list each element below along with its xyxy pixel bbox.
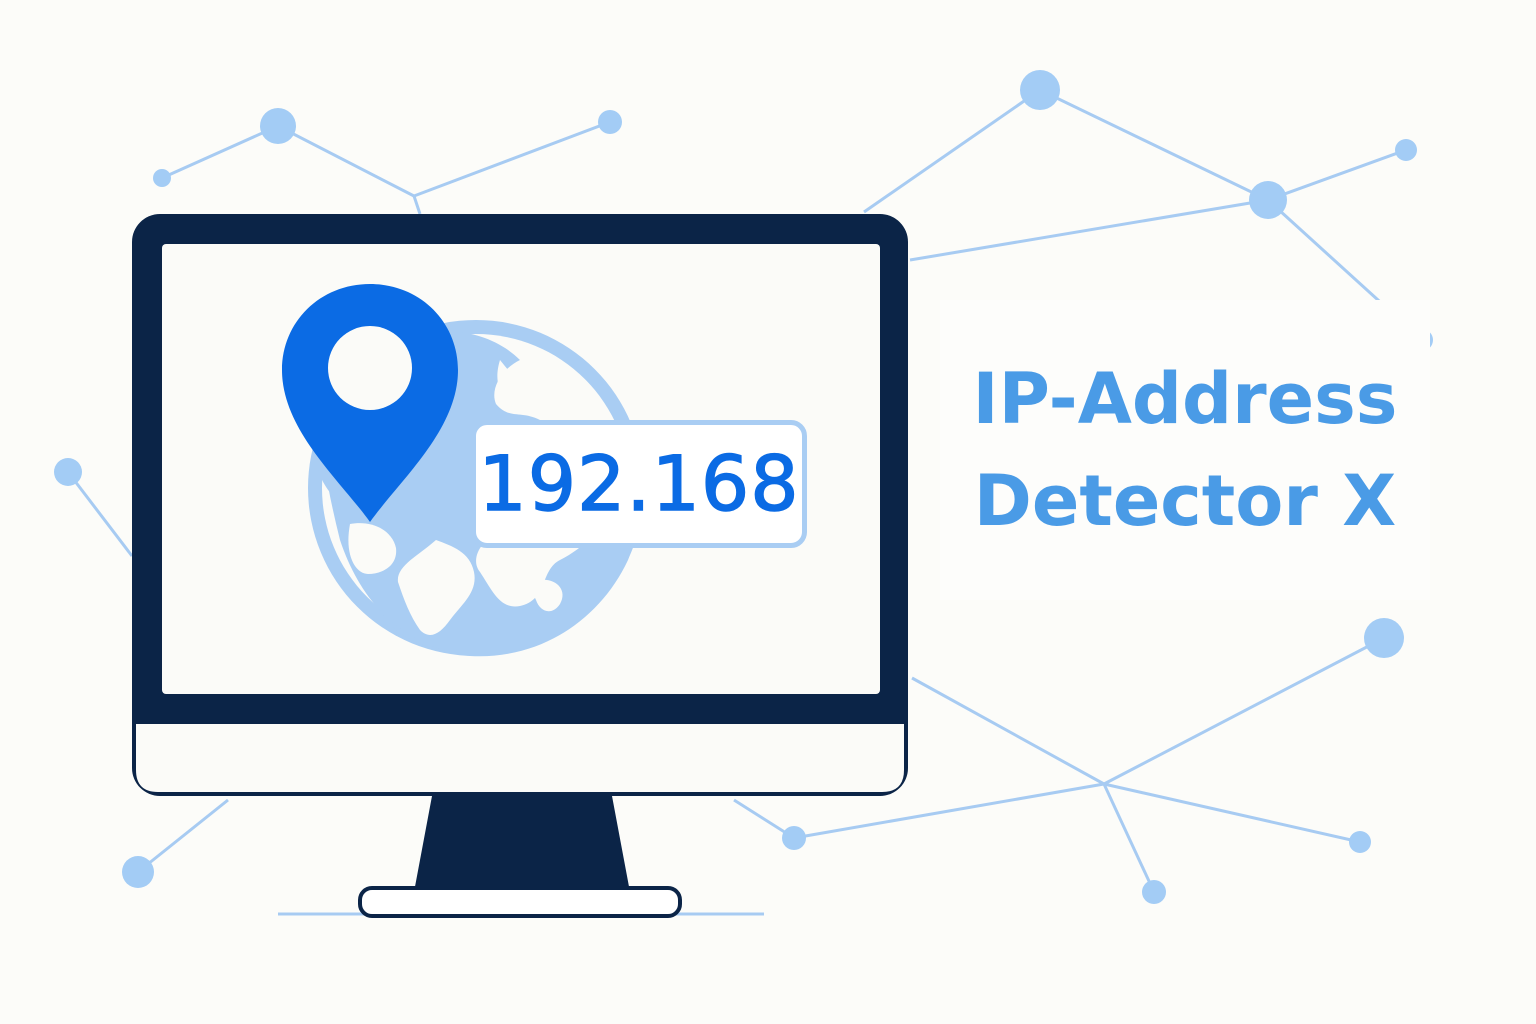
network-node [153, 169, 171, 187]
network-node [122, 856, 154, 888]
product-title: IP-Address Detector X [940, 300, 1430, 600]
network-node [260, 108, 296, 144]
network-node [598, 110, 622, 134]
network-node [1020, 70, 1060, 110]
location-pin-icon [282, 284, 458, 522]
network-node [1349, 831, 1371, 853]
title-line-2: Detector X [973, 460, 1397, 542]
network-node [1395, 139, 1417, 161]
ip-address-value: 192.168 [478, 439, 800, 528]
network-node [1249, 181, 1287, 219]
network-node [1364, 618, 1404, 658]
network-node [782, 826, 806, 850]
network-node [1142, 880, 1166, 904]
title-line-1: IP-Address [972, 358, 1398, 440]
ip-address-display: 192.168 [471, 420, 807, 548]
network-node [54, 458, 82, 486]
